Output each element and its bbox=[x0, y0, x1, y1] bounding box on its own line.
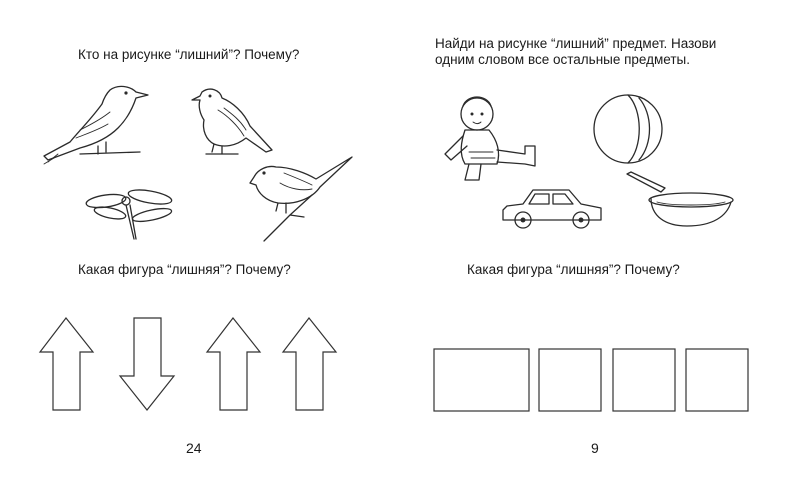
left-arrow-shapes bbox=[38, 317, 338, 411]
left-task-1-question: Кто на рисунке “лишний”? Почему? bbox=[78, 47, 300, 62]
arrow-up-shape-2 bbox=[205, 317, 262, 411]
dragonfly-illustration bbox=[85, 189, 173, 240]
right-task-1-line-2: одним словом все остальные предметы. bbox=[435, 52, 691, 67]
car-illustration bbox=[502, 189, 602, 229]
crow-illustration bbox=[43, 85, 149, 165]
right-page-number: 9 bbox=[591, 440, 599, 456]
sparrow-illustration bbox=[191, 88, 273, 155]
left-task-2-question: Какая фигура “лишняя”? Почему? bbox=[78, 262, 291, 277]
ball-illustration bbox=[593, 94, 663, 164]
square-shape-1 bbox=[538, 348, 602, 412]
right-page: Найди на рисунке “лишний” предмет. Назов… bbox=[395, 0, 791, 486]
square-shape-2 bbox=[612, 348, 676, 412]
left-page: Кто на рисунке “лишний”? Почему? bbox=[0, 0, 395, 486]
right-task-1-line-1: Найди на рисунке “лишний” предмет. Назов… bbox=[435, 36, 717, 51]
left-page-number: 24 bbox=[186, 440, 202, 456]
right-rectangle-shapes bbox=[433, 348, 749, 412]
arrow-up-shape-1 bbox=[38, 317, 95, 411]
arrow-up-shape-3 bbox=[281, 317, 338, 411]
frying-pan-illustration bbox=[626, 171, 734, 227]
arrow-down-shape bbox=[118, 317, 176, 411]
doll-illustration bbox=[444, 96, 536, 181]
square-shape-3 bbox=[685, 348, 749, 412]
right-task-2-question: Какая фигура “лишняя”? Почему? bbox=[467, 262, 680, 277]
tit-illustration bbox=[249, 156, 353, 242]
rectangle-shape bbox=[433, 348, 530, 412]
